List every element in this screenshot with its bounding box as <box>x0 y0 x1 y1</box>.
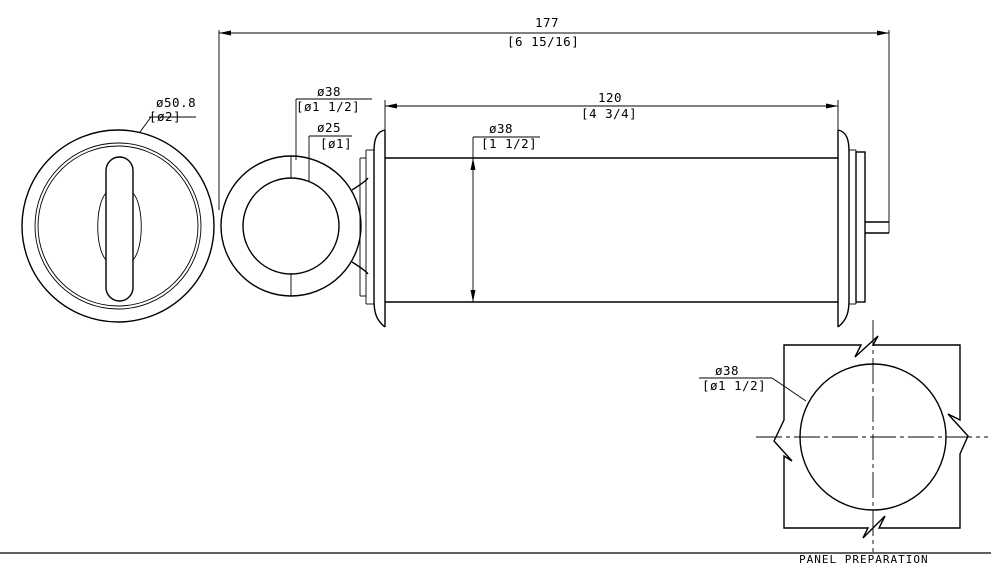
body-diameter-mm: ø38 <box>489 121 513 136</box>
end-view: ø38 [ø1 1/2] ø25 [ø1] <box>220 84 372 297</box>
body-length-mm: 120 <box>598 90 622 105</box>
overall-length-mm: 177 <box>535 15 559 30</box>
overall-length-inch: [6 15/16] <box>507 34 579 49</box>
end-inner-diameter-inch: [ø1] <box>320 136 352 151</box>
body-diameter-inch: [1 1/2] <box>481 136 537 151</box>
flange-diameter-inch: [ø2] <box>149 109 181 124</box>
end-inner-diameter-mm: ø25 <box>317 120 341 135</box>
end-outer-diameter-inch: [ø1 1/2] <box>296 99 360 114</box>
flange-diameter-mm: ø50.8 <box>156 95 196 110</box>
panel-hole-diameter-mm: ø38 <box>715 363 739 378</box>
panel-hole-diameter-inch: [ø1 1/2] <box>702 378 766 393</box>
cap-front-view: ø50.8 [ø2] <box>21 95 215 323</box>
panel-preparation-caption: PANEL PREPARATION <box>799 553 929 566</box>
panel-preparation-view: ø38 [ø1 1/2] PANEL PREPARATION <box>699 320 988 566</box>
end-outer-diameter-mm: ø38 <box>317 84 341 99</box>
body-length-inch: [4 3/4] <box>581 106 637 121</box>
side-view: 120 [4 3/4] ø38 [1 1/2] <box>359 90 889 328</box>
overall-length-dimension: 177 [6 15/16] <box>218 15 890 233</box>
